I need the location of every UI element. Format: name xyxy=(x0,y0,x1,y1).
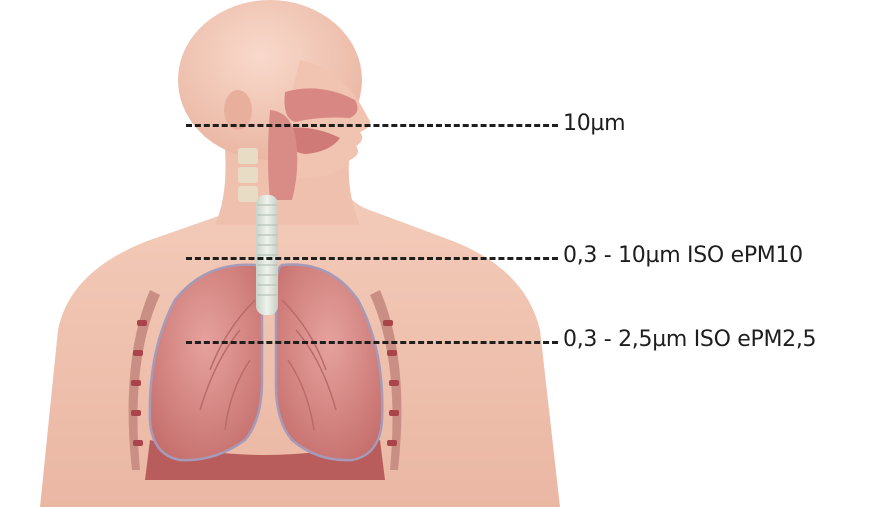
leader-line-epm10 xyxy=(186,257,558,260)
label-epm2-5: 0,3 - 2,5µm ISO ePM2,5 xyxy=(563,327,816,353)
label-10um: 10µm xyxy=(563,111,625,137)
leader-line-epm2-5 xyxy=(186,341,558,344)
label-epm10: 0,3 - 10µm ISO ePM10 xyxy=(563,243,803,269)
leader-line-10um xyxy=(186,124,558,127)
trachea xyxy=(256,195,278,315)
